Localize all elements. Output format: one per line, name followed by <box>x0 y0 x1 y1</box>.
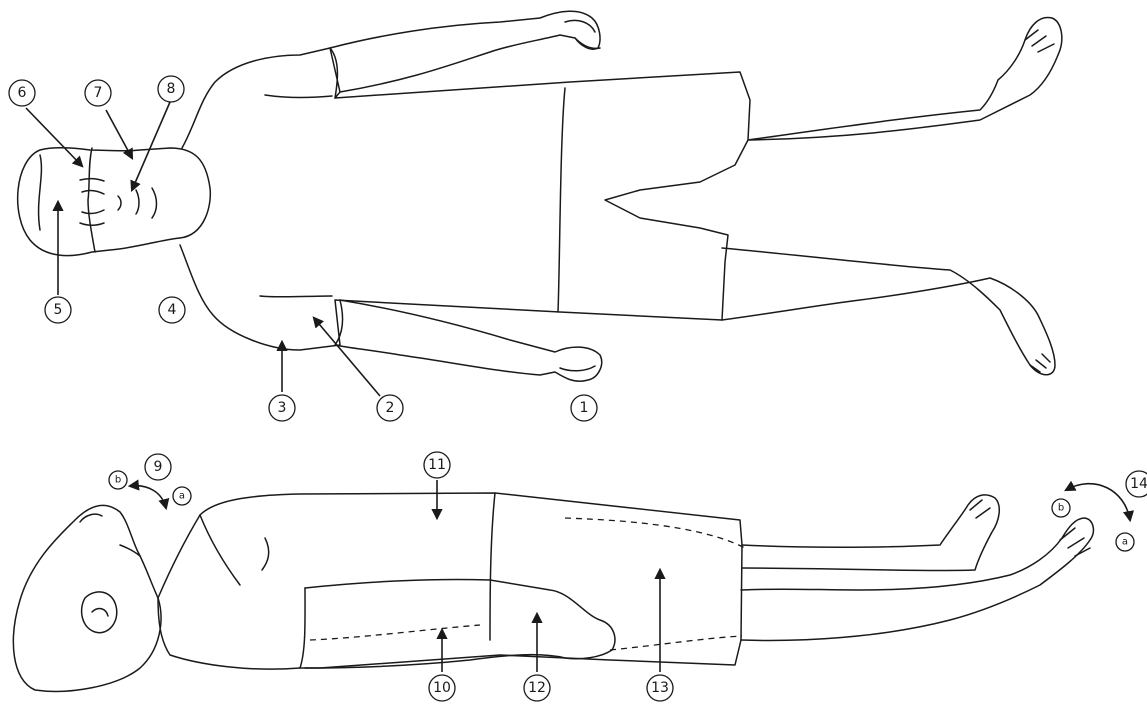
anterior-figure <box>18 11 1062 381</box>
label-14a: a <box>1116 533 1134 551</box>
label-8: 8 <box>158 76 184 102</box>
label-13: 13 <box>647 675 673 701</box>
anterior-right-leg <box>748 17 1062 140</box>
label-10-text: 10 <box>433 680 451 696</box>
label-3-text: 3 <box>278 400 287 416</box>
label-14a-text: a <box>1122 537 1128 548</box>
label-9b: b <box>109 471 127 489</box>
label-1-text: 1 <box>580 400 589 416</box>
label-7-text: 7 <box>94 85 103 101</box>
label-3: 3 <box>269 395 295 421</box>
pointer-arrows <box>26 102 1130 672</box>
label-9: 9 <box>145 454 171 480</box>
anterior-torso <box>180 48 750 350</box>
label-5: 5 <box>45 297 71 323</box>
label-12: 12 <box>524 675 550 701</box>
label-6: 6 <box>9 80 35 106</box>
label-9b-text: b <box>115 475 121 486</box>
label-8-text: 8 <box>167 81 176 97</box>
label-4-text: 4 <box>168 302 177 318</box>
anterior-right-arm <box>330 11 600 92</box>
label-10: 10 <box>429 675 455 701</box>
lateral-far-leg <box>742 495 999 571</box>
label-14b-text: b <box>1058 503 1064 514</box>
label-9a: a <box>173 487 191 505</box>
label-12-text: 12 <box>528 680 546 696</box>
label-1: 1 <box>571 395 597 421</box>
label-6-text: 6 <box>18 85 27 101</box>
anterior-left-leg <box>722 248 1055 375</box>
lateral-head <box>13 505 161 691</box>
label-2: 2 <box>377 395 403 421</box>
anterior-head <box>18 148 211 256</box>
lateral-near-leg <box>741 518 1093 640</box>
label-9-text: 9 <box>154 459 163 475</box>
label-4: 4 <box>159 297 185 323</box>
label-14-text: 14 <box>1130 476 1147 492</box>
lateral-arm <box>305 579 615 668</box>
label-2-text: 2 <box>386 400 395 416</box>
label-7: 7 <box>85 80 111 106</box>
label-5-text: 5 <box>54 302 63 318</box>
label-14b: b <box>1052 499 1070 517</box>
lateral-torso <box>158 493 742 669</box>
label-11-text: 11 <box>428 457 446 473</box>
label-14: 14 <box>1126 471 1147 497</box>
label-13-text: 13 <box>651 680 669 696</box>
label-11: 11 <box>424 452 450 478</box>
lateral-figure <box>13 493 1093 691</box>
label-9a-text: a <box>179 491 185 502</box>
